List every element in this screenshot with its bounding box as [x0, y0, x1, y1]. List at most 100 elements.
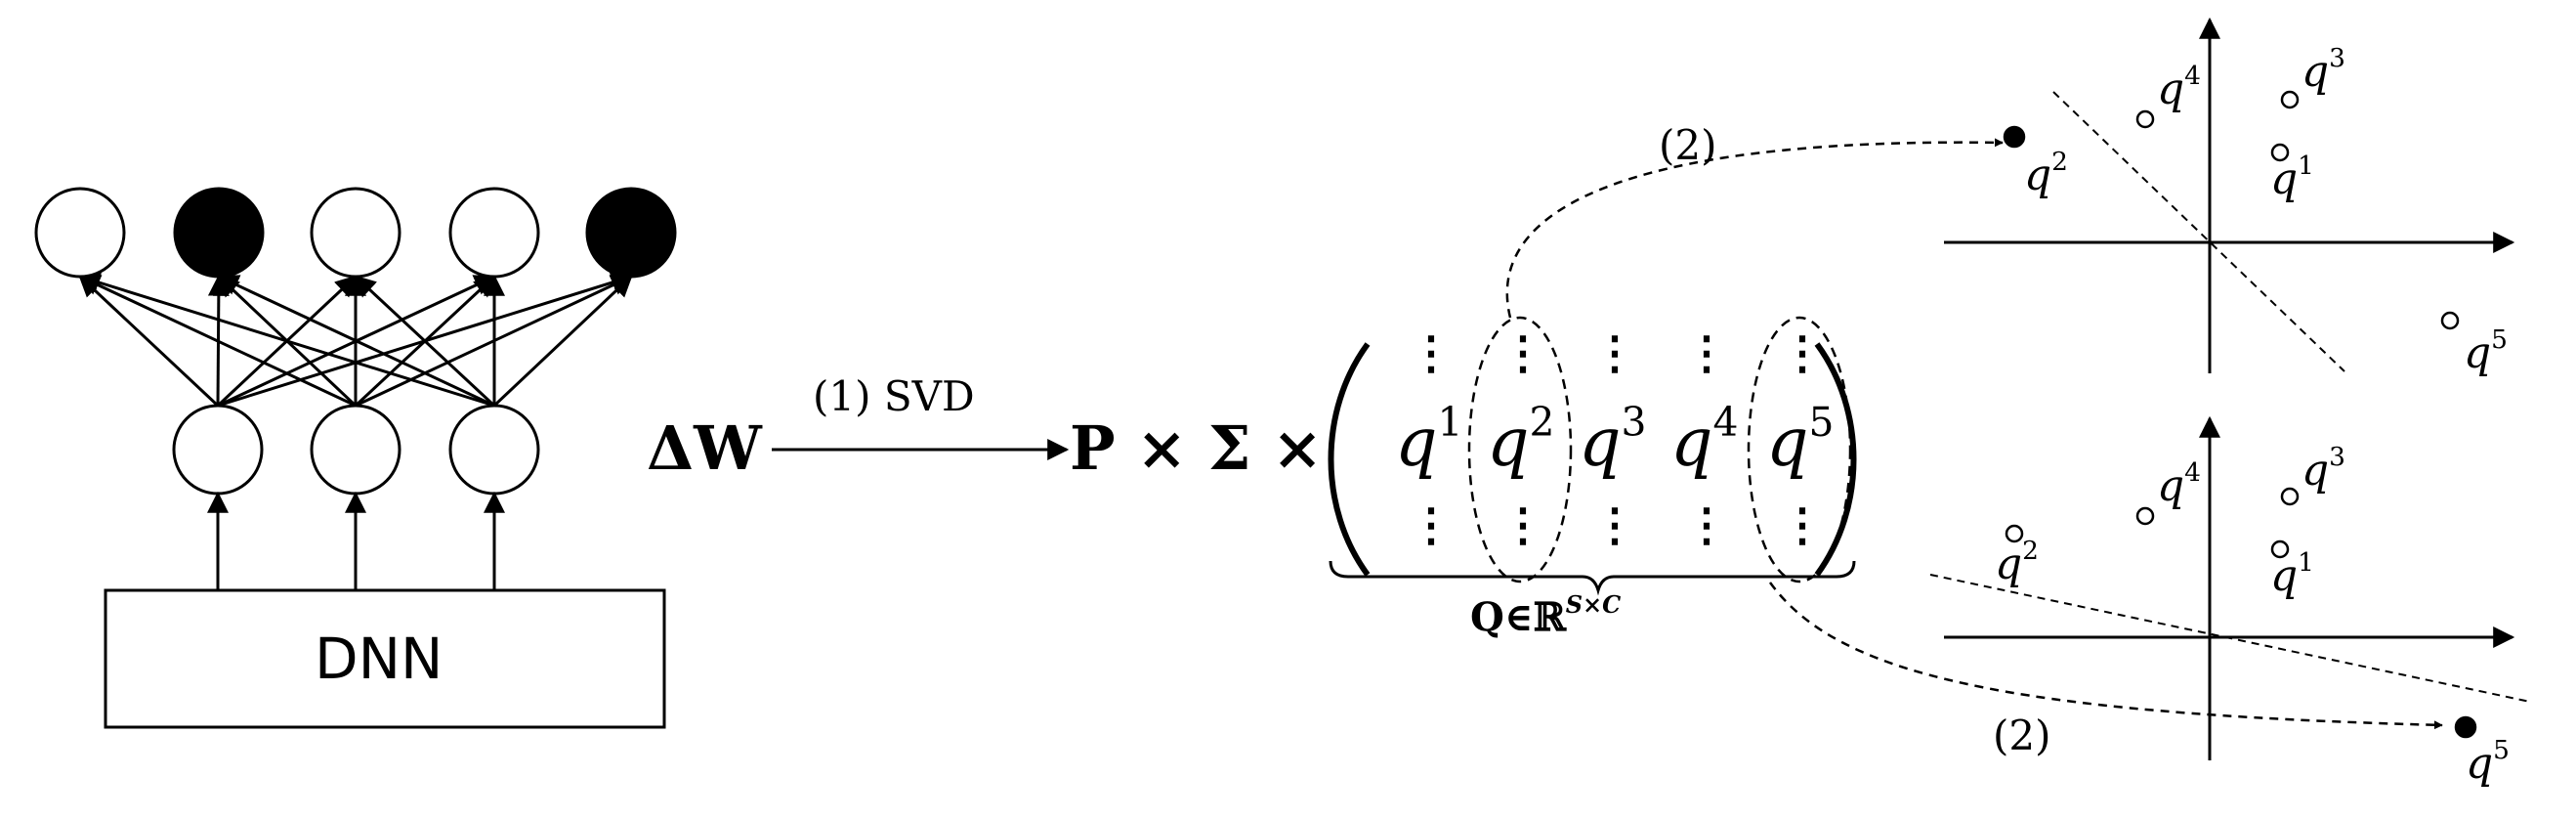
underbrace-label-sup: S×C	[1565, 590, 1622, 620]
bottom-plot-label-q5-base: q	[2466, 739, 2494, 789]
top-plot-point-q4	[2135, 109, 2155, 129]
edge-h2-o1	[78, 275, 357, 408]
matrix-vdots-top-3: ⋮	[1592, 326, 1637, 379]
matrix-left-paren	[1328, 342, 1371, 577]
top-plot-label-q1-sup: 1	[2298, 151, 2314, 182]
top-plot-label-q5-base: q	[2464, 328, 2492, 378]
bottom-plot-label-q3-sup: 3	[2329, 442, 2345, 473]
bottom-plot-label-q1-sup: 1	[2298, 547, 2314, 579]
top-plot-label-q5: q5	[2464, 327, 2508, 375]
bottom-plot-point-q4	[2135, 506, 2155, 526]
bottom-plot-label-q4-sup: 4	[2184, 457, 2201, 489]
matrix-vdots-top-5: ⋮	[1780, 326, 1825, 379]
hidden-node-3	[448, 404, 540, 496]
top-plot-label-q4-base: q	[2157, 65, 2185, 114]
column-highlight-q2	[1467, 316, 1573, 583]
top-plot-label-q2-sup: 2	[2051, 147, 2068, 178]
matrix-column-q4-sup: 4	[1712, 399, 1739, 447]
edge-h1-o1	[78, 275, 220, 408]
bottom-plot-decision-boundary	[1929, 574, 2531, 703]
output-node-3	[310, 187, 401, 279]
matrix-column-q3-base: q	[1579, 405, 1622, 482]
top-plot-label-q5-sup: 5	[2491, 324, 2508, 356]
matrix-column-q1-base: q	[1395, 405, 1438, 482]
svd-step-label: (1) SVD	[813, 372, 975, 420]
dashed-arrow-to-top-plot	[1505, 138, 2004, 319]
output-node-1	[34, 187, 126, 279]
edge-h3-o3	[354, 275, 496, 408]
bottom-plot-label-q1: q1	[2270, 550, 2314, 598]
bottom-plot-label-q5-sup: 5	[2493, 735, 2510, 766]
matrix-vdots-bottom-1: ⋮	[1409, 498, 1454, 551]
matrix-vdots-bottom-3: ⋮	[1592, 498, 1637, 551]
matrix-column-q5-base: q	[1766, 405, 1809, 482]
scatter-plots	[1929, 17, 2531, 760]
dnn-box	[104, 588, 666, 729]
bottom-plot-label-q2: q2	[1995, 539, 2039, 586]
edge-h3-o1	[77, 272, 495, 408]
product-label: P × Σ ×	[1070, 412, 1324, 484]
hidden-node-1	[172, 404, 264, 496]
top-plot-point-q2-filled	[2003, 125, 2026, 149]
bottom-plot-label-q3: q3	[2302, 445, 2345, 493]
top-plot-label-q1: q1	[2270, 153, 2314, 201]
top-plot-label-q4: q4	[2157, 64, 2201, 114]
bottom-plot-point-q3	[2280, 487, 2300, 506]
column-highlight-q5	[1747, 316, 1852, 583]
bottom-plot-point-q5-filled	[2454, 715, 2477, 739]
bottom-plot-label-q4-base: q	[2157, 461, 2185, 511]
matrix-column-q2-sup: 2	[1529, 399, 1555, 447]
matrix-column-q4: q4	[1670, 403, 1739, 477]
bottom-plot-label-q3-base: q	[2302, 446, 2330, 496]
step2-label-bottom: (2)	[1993, 712, 2051, 759]
underbrace-label-main: Q∈ℝ	[1470, 594, 1566, 640]
top-plot-label-q4-sup: 4	[2184, 61, 2201, 92]
top-plot-point-q3	[2280, 90, 2300, 109]
dashed-arrow-to-bottom-plot	[1768, 582, 2443, 730]
step2-label-top: (2)	[1659, 121, 1717, 169]
dnn-label: DNN	[315, 626, 443, 692]
matrix-underbrace	[1329, 560, 1856, 596]
output-node-2-filled	[173, 187, 265, 279]
bottom-plot-label-q1-base: q	[2270, 551, 2299, 601]
bottom-plot-label-q5: q5	[2466, 738, 2510, 786]
top-plot-label-q3-sup: 3	[2329, 43, 2345, 74]
bottom-plot-label-q2-base: q	[1995, 539, 2023, 589]
matrix-column-q4-base: q	[1670, 405, 1713, 482]
edge-h3-o2	[217, 275, 495, 408]
delta-w-label: ΔW	[647, 412, 762, 484]
matrix-column-q1-sup: 1	[1437, 399, 1463, 447]
hidden-node-2	[310, 404, 401, 496]
underbrace-label: Q∈ℝS×C	[1470, 593, 1621, 637]
matrix-vdots-bottom-4: ⋮	[1684, 498, 1729, 551]
matrix-vdots-bottom-5: ⋮	[1780, 498, 1825, 551]
bottom-plot-point-q2	[2005, 524, 2024, 543]
top-plot-label-q2: q2	[2024, 150, 2068, 200]
bottom-plot-point-q1	[2270, 539, 2290, 559]
bottom-plot-label-q2-sup: 2	[2022, 536, 2039, 567]
matrix-vdots-top-1: ⋮	[1409, 326, 1454, 379]
matrix-vdots-top-2: ⋮	[1500, 326, 1545, 379]
neural-network	[34, 187, 677, 729]
top-plot-point-q5	[2440, 311, 2460, 330]
output-node-5-filled	[585, 187, 677, 279]
matrix-vdots-bottom-2: ⋮	[1500, 498, 1545, 551]
matrix-column-q5-sup: 5	[1808, 399, 1835, 447]
matrix-vdots-top-4: ⋮	[1684, 326, 1729, 379]
top-plot-point-q1	[2270, 143, 2290, 162]
matrix-column-q2-base: q	[1487, 405, 1530, 482]
matrix-column-q3-sup: 3	[1621, 399, 1647, 447]
top-plot-label-q3: q3	[2302, 46, 2345, 94]
top-plot-label-q3-base: q	[2302, 47, 2330, 97]
bottom-plot-label-q4: q4	[2157, 460, 2201, 508]
edge-h3-o5	[492, 275, 633, 408]
matrix-column-q2: q2	[1487, 403, 1555, 477]
output-node-4	[448, 187, 540, 279]
top-plot-label-q2-base: q	[2024, 151, 2052, 200]
top-plot-decision-boundary	[2052, 91, 2345, 372]
equation-graphics	[772, 138, 2443, 730]
matrix-column-q1: q1	[1395, 403, 1463, 477]
matrix-column-q5: q5	[1766, 403, 1835, 477]
top-plot-label-q1-base: q	[2270, 154, 2299, 204]
